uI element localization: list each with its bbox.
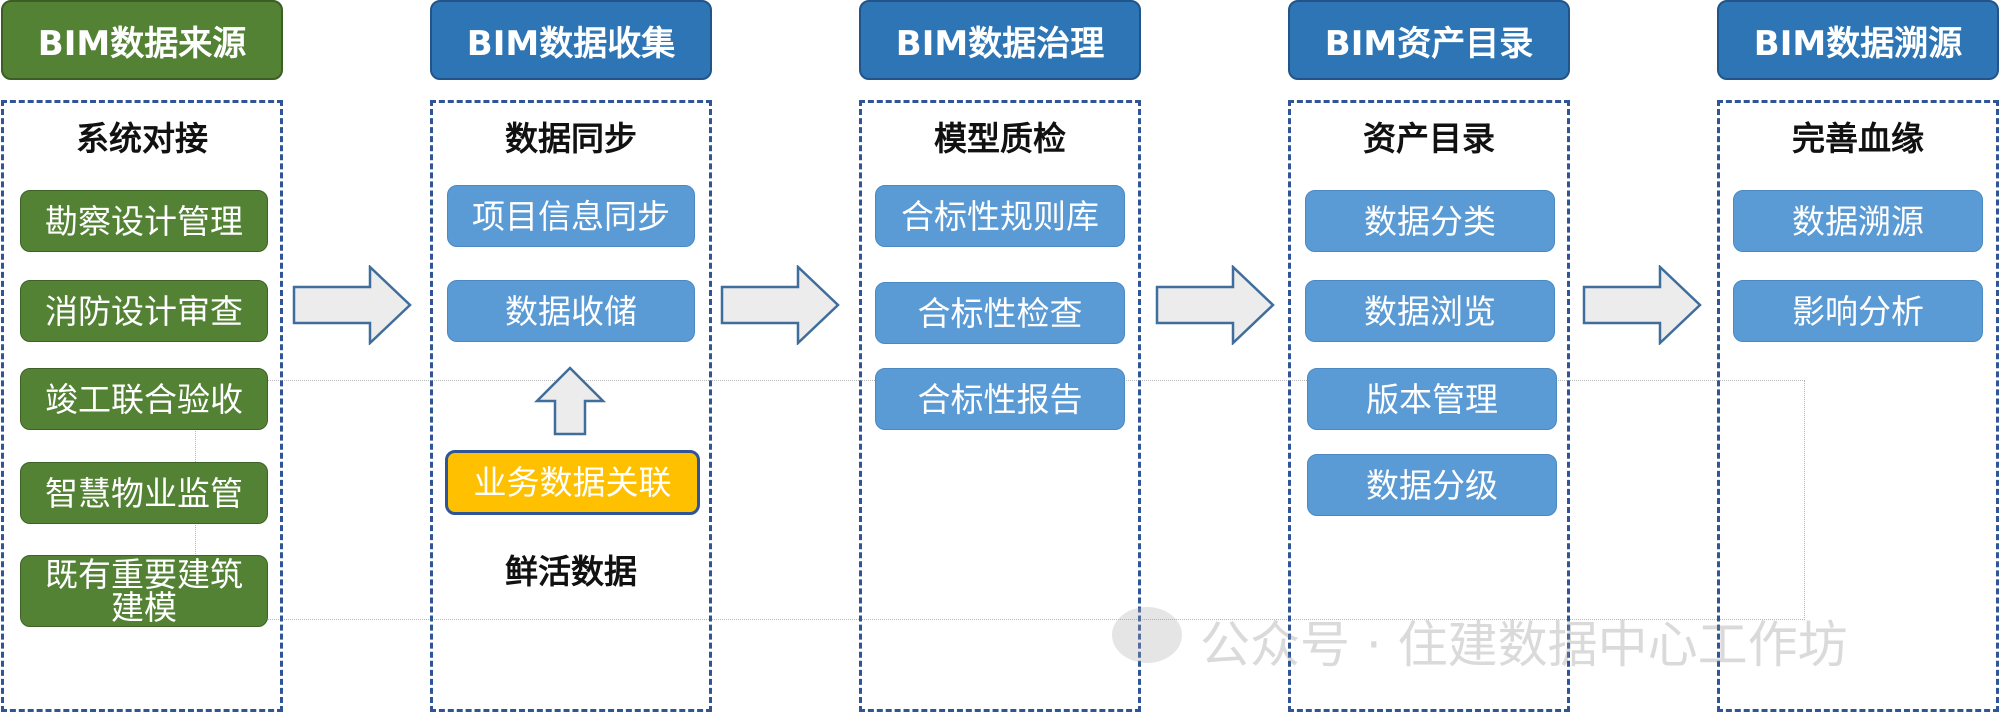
- subtitle-data-sync: 数据同步: [505, 119, 637, 158]
- item-data-storage: 数据收储: [447, 280, 695, 342]
- subtitle-asset-catalog: 资产目录: [1363, 119, 1495, 158]
- item-compliance-check: 合标性检查: [875, 282, 1125, 344]
- up-arrow-icon: [533, 366, 607, 436]
- right-arrow-icon: [1582, 265, 1702, 345]
- watermark-text: 公众号 · 住建数据中心工作坊: [1200, 616, 1848, 674]
- column-panel-asset-catalog: [1288, 100, 1570, 712]
- item-data-tracing: 数据溯源: [1733, 190, 1983, 252]
- header-bim-data-source: BIM数据来源: [1, 0, 283, 80]
- subtitle-system-integration: 系统对接: [76, 119, 208, 158]
- item-compliance-rule-library: 合标性规则库: [875, 185, 1125, 247]
- header-bim-data-lineage: BIM数据溯源: [1717, 0, 1999, 80]
- column-panel-lineage: [1717, 100, 1999, 712]
- column-panel-collection: [430, 100, 712, 712]
- header-bim-data-collection: BIM数据收集: [430, 0, 712, 80]
- item-smart-property-supervision: 智慧物业监管: [20, 462, 268, 524]
- right-arrow-icon: [720, 265, 840, 345]
- column-panel-source: [1, 100, 283, 712]
- subtitle-model-quality-check: 模型质检: [934, 119, 1066, 158]
- wechat-logo-icon: [1112, 607, 1182, 663]
- item-data-browsing: 数据浏览: [1305, 280, 1555, 342]
- item-completion-joint-acceptance: 竣工联合验收: [20, 368, 268, 430]
- column-panel-governance: [859, 100, 1141, 712]
- label-fresh-data: 鲜活数据: [505, 552, 637, 591]
- item-project-info-sync: 项目信息同步: [447, 185, 695, 247]
- subtitle-improve-lineage: 完善血缘: [1792, 119, 1924, 158]
- header-bim-data-governance: BIM数据治理: [859, 0, 1141, 80]
- right-arrow-icon: [292, 265, 412, 345]
- item-survey-design-management: 勘察设计管理: [20, 190, 268, 252]
- item-data-grading: 数据分级: [1307, 454, 1557, 516]
- item-data-classification: 数据分类: [1305, 190, 1555, 252]
- item-impact-analysis: 影响分析: [1733, 280, 1983, 342]
- item-compliance-report: 合标性报告: [875, 368, 1125, 430]
- item-business-data-association: 业务数据关联: [445, 450, 700, 515]
- item-version-management: 版本管理: [1307, 368, 1557, 430]
- item-existing-building-modeling: 既有重要建筑建模: [20, 555, 268, 627]
- item-fire-design-review: 消防设计审查: [20, 280, 268, 342]
- right-arrow-icon: [1155, 265, 1275, 345]
- header-bim-asset-catalog: BIM资产目录: [1288, 0, 1570, 80]
